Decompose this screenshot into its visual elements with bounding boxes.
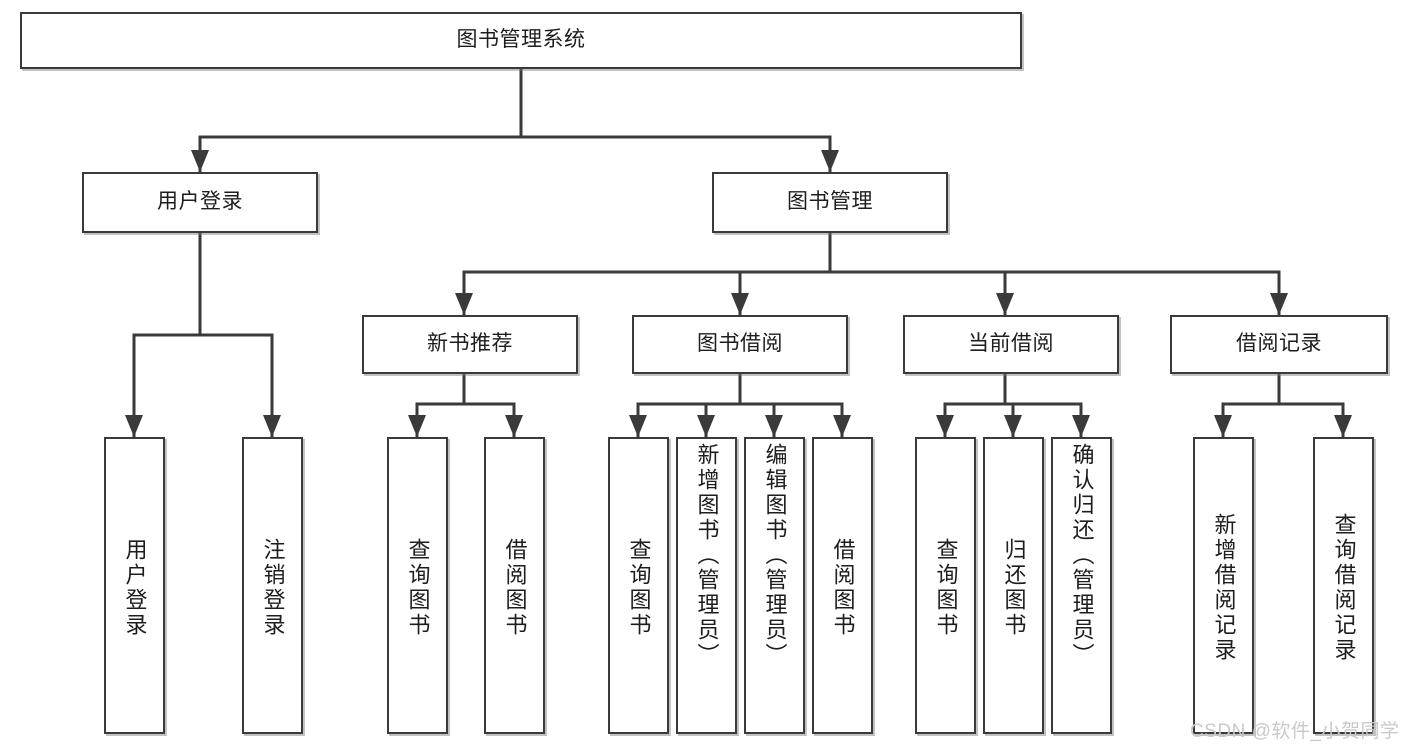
node-label-new-book-rec: 新书推荐: [427, 332, 513, 356]
node-leaf-query-record[interactable]: 查询借阅记录: [1313, 437, 1374, 734]
node-leaf-borrow-book-2[interactable]: 借阅图书: [812, 437, 873, 734]
arrowhead-leaf-edit-book: [765, 415, 783, 437]
arrowhead-leaf-query-record: [1334, 415, 1352, 437]
node-new-book-rec[interactable]: 新书推荐: [362, 315, 578, 374]
arrowhead-book-borrow: [731, 293, 749, 315]
node-label-root: 图书管理系统: [456, 28, 586, 52]
node-leaf-add-record[interactable]: 新增借阅记录: [1193, 437, 1254, 734]
arrowhead-leaf-borrow-book-2: [833, 415, 851, 437]
arrowhead-leaf-confirm-return: [1072, 415, 1090, 437]
node-label-leaf-query-book-2: 查询图书: [626, 537, 652, 638]
node-leaf-edit-book[interactable]: 编辑图书（管理员）: [744, 437, 805, 734]
node-label-leaf-return-book: 归还图书: [1001, 537, 1027, 638]
node-book-borrow[interactable]: 图书借阅: [632, 315, 848, 374]
node-label-borrow-record: 借阅记录: [1236, 332, 1322, 356]
arrowhead-new-book-rec: [455, 293, 473, 315]
node-label-leaf-confirm-return: 确认归还（管理员）: [1069, 443, 1095, 668]
node-book-manage[interactable]: 图书管理: [712, 172, 948, 233]
arrowhead-leaf-borrow-book-1: [505, 415, 523, 437]
arrowhead-leaf-add-record: [1214, 415, 1232, 437]
node-label-leaf-borrow-book-1: 借阅图书: [502, 537, 528, 638]
node-label-leaf-user-login: 用户登录: [122, 537, 148, 638]
arrowhead-user-login: [191, 150, 209, 172]
node-leaf-return-book[interactable]: 归还图书: [983, 437, 1044, 734]
node-borrow-record[interactable]: 借阅记录: [1170, 315, 1388, 374]
arrowhead-leaf-query-book-1: [408, 415, 426, 437]
node-leaf-confirm-return[interactable]: 确认归还（管理员）: [1051, 437, 1112, 734]
node-leaf-query-book-1[interactable]: 查询图书: [387, 437, 448, 734]
node-label-book-borrow: 图书借阅: [697, 332, 783, 356]
arrowhead-leaf-logout: [263, 415, 281, 437]
arrowhead-book-manage: [821, 150, 839, 172]
node-label-leaf-edit-book: 编辑图书（管理员）: [762, 443, 788, 668]
node-label-leaf-logout: 注销登录: [260, 537, 286, 638]
node-current-borrow[interactable]: 当前借阅: [903, 315, 1119, 374]
arrowhead-leaf-add-book: [697, 415, 715, 437]
node-label-book-manage: 图书管理: [787, 190, 873, 214]
node-leaf-user-login[interactable]: 用户登录: [104, 437, 165, 734]
node-label-leaf-query-book-1: 查询图书: [405, 537, 431, 638]
node-root[interactable]: 图书管理系统: [20, 12, 1022, 69]
arrowhead-leaf-query-book-3: [936, 415, 954, 437]
node-leaf-borrow-book-1[interactable]: 借阅图书: [484, 437, 545, 734]
node-user-login[interactable]: 用户登录: [82, 172, 318, 233]
node-leaf-query-book-2[interactable]: 查询图书: [608, 437, 669, 734]
node-label-leaf-query-record: 查询借阅记录: [1331, 512, 1357, 663]
node-label-leaf-query-book-3: 查询图书: [933, 537, 959, 638]
node-leaf-logout[interactable]: 注销登录: [242, 437, 303, 734]
node-label-current-borrow: 当前借阅: [968, 332, 1054, 356]
arrowhead-leaf-return-book: [1004, 415, 1022, 437]
arrowhead-borrow-record: [1270, 293, 1288, 315]
node-label-leaf-add-record: 新增借阅记录: [1211, 512, 1237, 663]
arrowhead-leaf-query-book-2: [629, 415, 647, 437]
node-leaf-add-book[interactable]: 新增图书（管理员）: [676, 437, 737, 734]
node-label-leaf-add-book: 新增图书（管理员）: [694, 443, 720, 668]
node-leaf-query-book-3[interactable]: 查询图书: [915, 437, 976, 734]
arrowhead-leaf-user-login: [125, 415, 143, 437]
arrowhead-current-borrow: [996, 293, 1014, 315]
node-label-leaf-borrow-book-2: 借阅图书: [830, 537, 856, 638]
node-label-user-login: 用户登录: [157, 190, 243, 214]
